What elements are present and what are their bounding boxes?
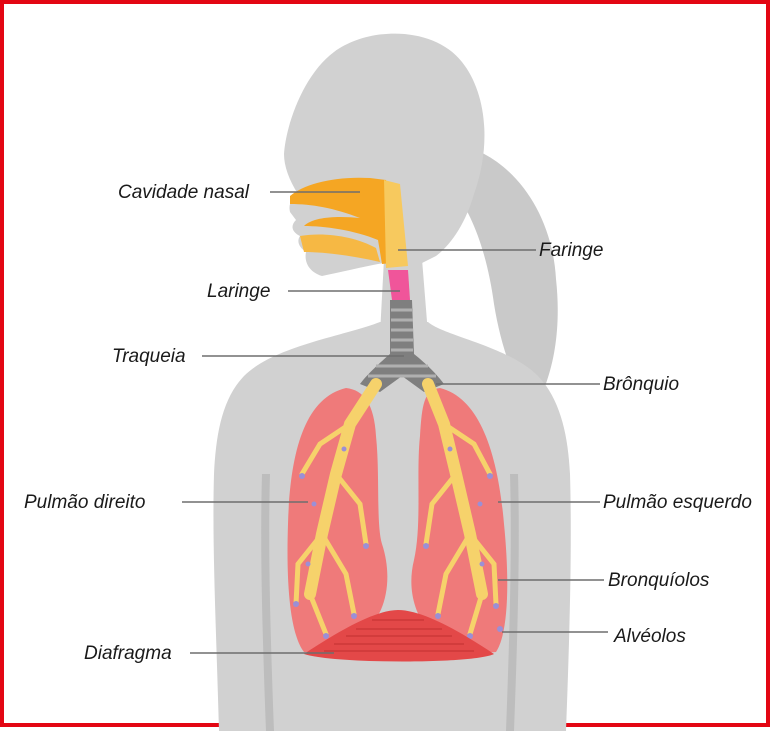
label-traqueia: Traqueia bbox=[112, 346, 186, 367]
label-faringe: Faringe bbox=[539, 240, 603, 261]
label-pulmao-esquerdo: Pulmão esquerdo bbox=[603, 492, 752, 513]
label-alveolos: Alvéolos bbox=[613, 626, 686, 647]
label-laringe: Laringe bbox=[207, 281, 270, 302]
respiratory-system-diagram: Cavidade nasal Faringe Laringe Traqueia … bbox=[4, 4, 770, 731]
label-bronquio: Brônquio bbox=[603, 374, 679, 395]
label-bronquiolos: Bronquíolos bbox=[608, 570, 710, 591]
label-pulmao-direito: Pulmão direito bbox=[24, 492, 145, 513]
label-diafragma: Diafragma bbox=[84, 643, 172, 664]
label-cavidade-nasal: Cavidade nasal bbox=[118, 182, 250, 203]
